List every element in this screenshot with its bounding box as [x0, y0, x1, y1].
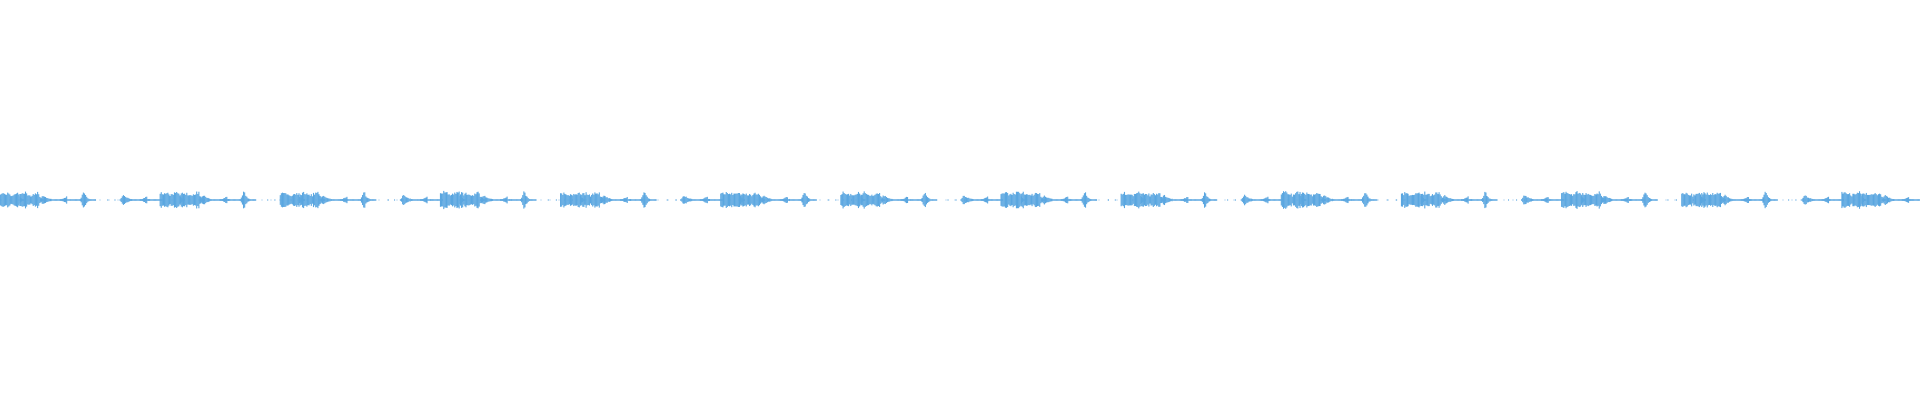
waveform-bars: [0, 190, 1920, 210]
